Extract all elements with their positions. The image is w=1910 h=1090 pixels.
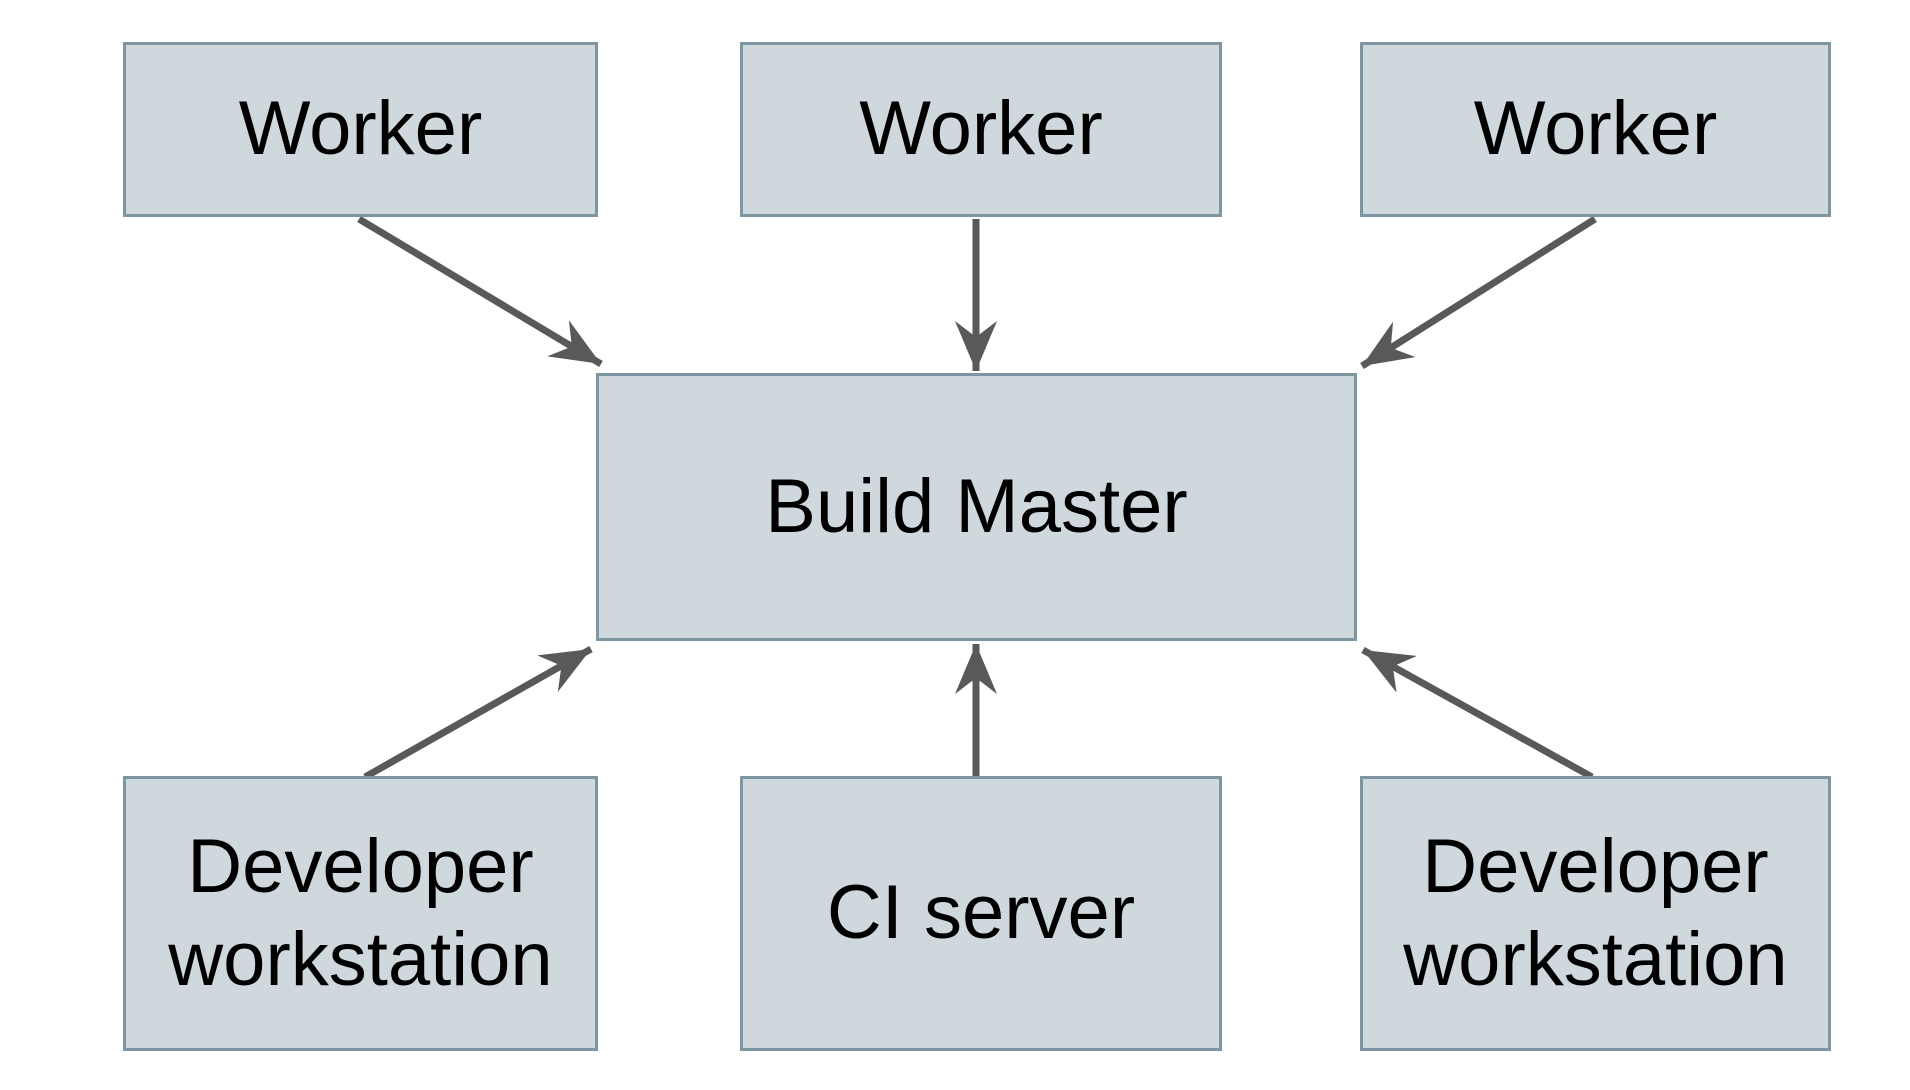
node-worker-1: Worker <box>123 42 598 217</box>
node-worker-3: Worker <box>1360 42 1831 217</box>
arrow-devworkstation2-to-buildmaster <box>1361 646 1594 781</box>
node-developer-workstation-1: Developer workstation <box>123 776 598 1051</box>
arrow-worker3-to-buildmaster <box>1360 216 1597 369</box>
node-worker-1-label: Worker <box>238 86 483 172</box>
arrow-worker1-to-buildmaster <box>357 215 603 368</box>
node-worker-2: Worker <box>740 42 1222 217</box>
node-worker-3-label: Worker <box>1473 86 1718 172</box>
node-build-master-label: Build Master <box>765 463 1188 549</box>
node-ci-server-label: CI server <box>826 870 1136 956</box>
node-developer-workstation-2: Developer workstation <box>1360 776 1831 1051</box>
node-build-master: Build Master <box>596 373 1357 641</box>
node-developer-workstation-2-label: Developer workstation <box>1403 823 1788 1002</box>
node-worker-2-label: Worker <box>859 86 1103 172</box>
arrow-devworkstation1-to-buildmaster <box>363 645 593 781</box>
node-developer-workstation-1-label: Developer workstation <box>168 823 553 1002</box>
node-ci-server: CI server <box>740 776 1222 1051</box>
